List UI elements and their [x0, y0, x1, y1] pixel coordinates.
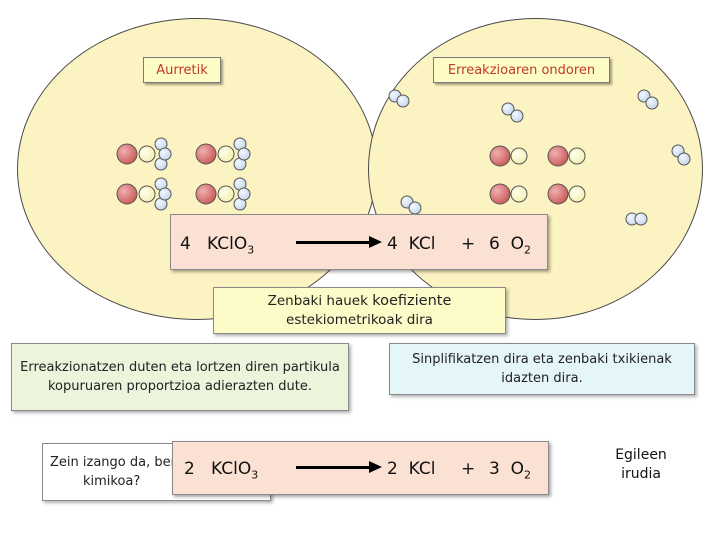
equation-bottom-plus: + — [461, 459, 476, 479]
coefficients-note: Zenbaki hauek koefiziente estekiometriko… — [213, 287, 506, 334]
chlorine-atom — [568, 147, 586, 165]
product1-coefficient: 4 — [387, 234, 398, 254]
credit-line2: irudia — [621, 466, 661, 482]
potassium-atom — [116, 183, 138, 205]
reactant-coefficient-simplified: 2 — [184, 459, 195, 479]
coefficients-note-bold: koefiziente — [372, 292, 452, 309]
after-label: Erreakzioaren ondoren — [433, 57, 610, 83]
oxygen-atom — [510, 109, 524, 123]
chlorine-atom — [510, 147, 528, 165]
product2-subscript: 2 — [524, 243, 532, 257]
potassium-atom — [489, 145, 511, 167]
question-line2: kimikoa? — [83, 474, 141, 489]
reactant-formula: KClO — [207, 234, 248, 254]
potassium-atom — [547, 183, 569, 205]
question-line1: Zein izango da, ber — [50, 455, 176, 470]
equation-top-product-kcl: 4 KCl — [387, 234, 435, 254]
potassium-atom — [195, 143, 217, 165]
chlorine-atom — [217, 185, 235, 203]
equation-bottom-product-kcl: 2 KCl — [387, 459, 435, 479]
equation-bottom-reactant: 2 KClO3 — [184, 459, 258, 481]
equation-top-plus: + — [461, 234, 476, 254]
product2-formula: O — [510, 234, 525, 254]
reaction-arrow-top — [296, 236, 382, 248]
product1-formula-simplified: KCl — [408, 459, 436, 479]
product2-subscript-simplified: 2 — [524, 468, 532, 482]
reactant-subscript: 3 — [247, 243, 255, 257]
potassium-atom — [116, 143, 138, 165]
oxygen-atom — [158, 187, 172, 201]
coefficients-note-line2: estekiometrikoak dira — [286, 311, 433, 328]
oxygen-atom — [237, 187, 251, 201]
oxygen-atom — [408, 201, 422, 215]
coefficients-note-text: Zenbaki hauek — [267, 292, 373, 309]
oxygen-atom — [677, 152, 691, 166]
product2-coefficient: 6 — [489, 234, 500, 254]
reactant-coefficient: 4 — [180, 234, 191, 254]
chlorine-atom — [138, 145, 156, 163]
reaction-arrow-bottom — [296, 461, 382, 473]
chlorine-atom — [217, 145, 235, 163]
oxygen-atom — [158, 147, 172, 161]
equation-bottom-product-o2: 3 O2 — [489, 459, 531, 481]
oxygen-atom — [634, 212, 648, 226]
product1-coefficient-simplified: 2 — [387, 459, 398, 479]
image-credit: Egileen irudia — [604, 446, 678, 484]
product2-coefficient-simplified: 3 — [489, 459, 500, 479]
proportion-note: Erreakzionatzen duten eta lortzen diren … — [11, 343, 349, 411]
potassium-atom — [489, 183, 511, 205]
credit-line1: Egileen — [615, 447, 667, 463]
chlorine-atom — [138, 185, 156, 203]
oxygen-atom — [396, 94, 410, 108]
product1-formula: KCl — [408, 234, 436, 254]
equation-top-product-o2: 6 O2 — [489, 234, 531, 256]
reactant-subscript-simplified: 3 — [251, 468, 259, 482]
reactant-formula-simplified: KClO — [211, 459, 252, 479]
oxygen-atom — [501, 102, 515, 116]
product2-formula-simplified: O — [510, 459, 525, 479]
chlorine-atom — [510, 185, 528, 203]
chlorine-atom — [568, 185, 586, 203]
equation-top-reactant: 4 KClO3 — [180, 234, 254, 256]
potassium-atom — [547, 145, 569, 167]
potassium-atom — [195, 183, 217, 205]
oxygen-atom — [237, 147, 251, 161]
oxygen-atom — [645, 96, 659, 110]
simplify-note: Sinplifikatzen dira eta zenbaki txikiena… — [389, 343, 695, 395]
before-label: Aurretik — [143, 57, 221, 83]
